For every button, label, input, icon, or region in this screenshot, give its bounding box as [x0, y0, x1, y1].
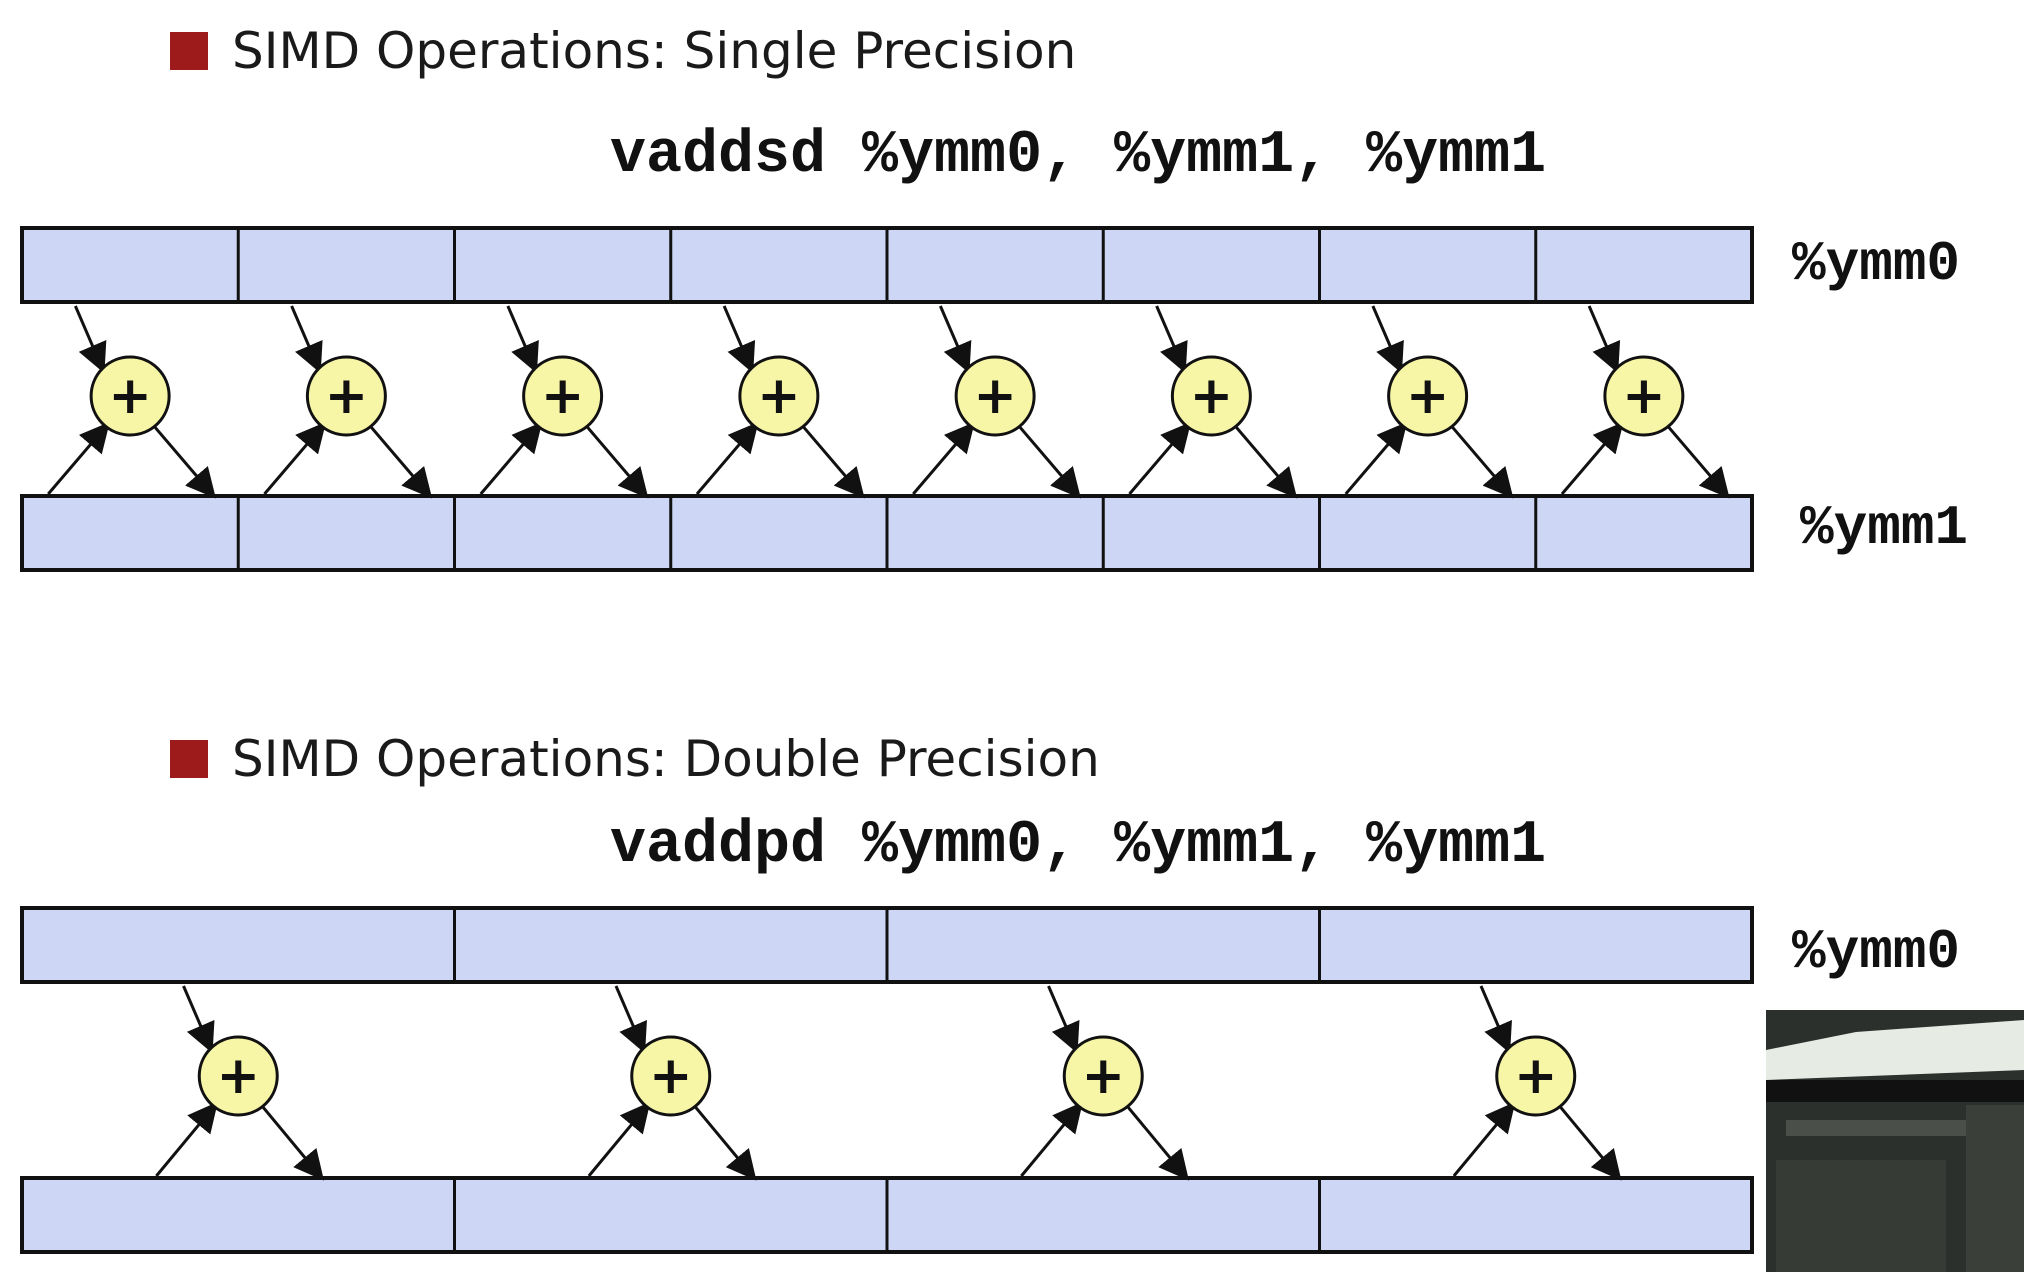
video-thumbnail	[1766, 1010, 2024, 1272]
bullet-square-icon	[170, 32, 208, 70]
single-adder-symbol: +	[757, 366, 801, 426]
double-adder-circle	[197, 1035, 279, 1117]
single-adder-circle	[954, 355, 1036, 437]
single-adder-symbol: +	[1622, 366, 1666, 426]
single-arrow-in-bottom	[695, 421, 759, 495]
single-arrow-in-bottom	[1344, 421, 1408, 495]
single-adder-symbol: +	[973, 366, 1017, 426]
single-adder-circle	[738, 355, 820, 437]
double-adder-symbol: +	[216, 1046, 260, 1106]
single-arrow-out	[1018, 425, 1081, 499]
single-arrow-in-top	[1587, 305, 1621, 374]
double-arrow-in-top	[1479, 985, 1512, 1054]
single-adder-symbol: +	[541, 366, 585, 426]
single-adder-circle	[89, 355, 171, 437]
single-arrow-in-bottom	[263, 421, 327, 495]
single-arrow-in-top	[73, 305, 107, 374]
single-register-top-label: %ymm0	[1792, 232, 1961, 296]
double-instruction: vaddpd %ymm0, %ymm1, %ymm1	[610, 812, 1547, 880]
single-adder-symbol: +	[108, 366, 152, 426]
double-arrow-in-top	[614, 985, 647, 1054]
single-arrow-in-bottom	[479, 421, 543, 495]
single-adder-symbol: +	[1190, 366, 1234, 426]
single-arrow-in-bottom	[1128, 421, 1192, 495]
double-arrow-out	[1558, 1105, 1622, 1181]
double-arrow-in-top	[182, 985, 215, 1054]
bullet-square-icon	[170, 740, 208, 778]
single-adder-circle	[1603, 355, 1685, 437]
double-register-top-label: %ymm0	[1792, 920, 1961, 984]
single-arrow-in-top	[506, 305, 539, 374]
single-arrow-in-bottom	[1560, 421, 1624, 495]
single-arrow-out	[369, 425, 433, 499]
double-arrow-in-bottom	[155, 1101, 218, 1177]
double-arrow-in-bottom	[587, 1101, 651, 1177]
single-adder-circle	[305, 355, 387, 437]
single-arrow-in-top	[1371, 305, 1404, 374]
single-adder-circle	[1387, 355, 1469, 437]
single-arrow-in-top	[290, 305, 323, 374]
double-adder-circle	[630, 1035, 712, 1117]
single-arrow-out	[1666, 425, 1730, 499]
single-arrow-out	[801, 425, 865, 499]
double-adder-circle	[1062, 1035, 1144, 1117]
single-arrow-out	[1450, 425, 1514, 499]
double-arrow-out	[693, 1105, 757, 1181]
single-adder-circle	[522, 355, 604, 437]
double-adder-symbol: +	[1081, 1046, 1125, 1106]
double-adder-symbol: +	[649, 1046, 693, 1106]
single-arrow-out	[585, 425, 649, 499]
single-arrow-in-bottom	[912, 421, 975, 495]
single-precision-heading: SIMD Operations: Single Precision	[170, 22, 1076, 80]
single-register-bottom-label: %ymm1	[1800, 496, 1969, 560]
double-adder-symbol: +	[1514, 1046, 1558, 1106]
double-arrow-in-top	[1047, 985, 1080, 1054]
single-arrow-in-top	[1155, 305, 1188, 374]
double-precision-heading: SIMD Operations: Double Precision	[170, 730, 1100, 788]
single-instruction: vaddsd %ymm0, %ymm1, %ymm1	[610, 122, 1547, 190]
single-adder-circle	[1170, 355, 1252, 437]
double-arrow-in-bottom	[1020, 1101, 1083, 1177]
single-arrow-out	[1234, 425, 1298, 499]
single-arrow-in-top	[722, 305, 756, 374]
heading-text: SIMD Operations: Single Precision	[232, 22, 1077, 80]
single-arrow-out	[153, 425, 216, 499]
single-arrow-in-bottom	[47, 421, 110, 495]
single-adder-symbol: +	[325, 366, 369, 426]
double-arrow-in-bottom	[1452, 1101, 1516, 1177]
single-arrow-in-top	[938, 305, 972, 374]
double-adder-circle	[1495, 1035, 1577, 1117]
single-adder-symbol: +	[1406, 366, 1450, 426]
double-arrow-out	[261, 1105, 324, 1181]
heading-text: SIMD Operations: Double Precision	[232, 730, 1100, 788]
double-arrow-out	[1126, 1105, 1189, 1181]
